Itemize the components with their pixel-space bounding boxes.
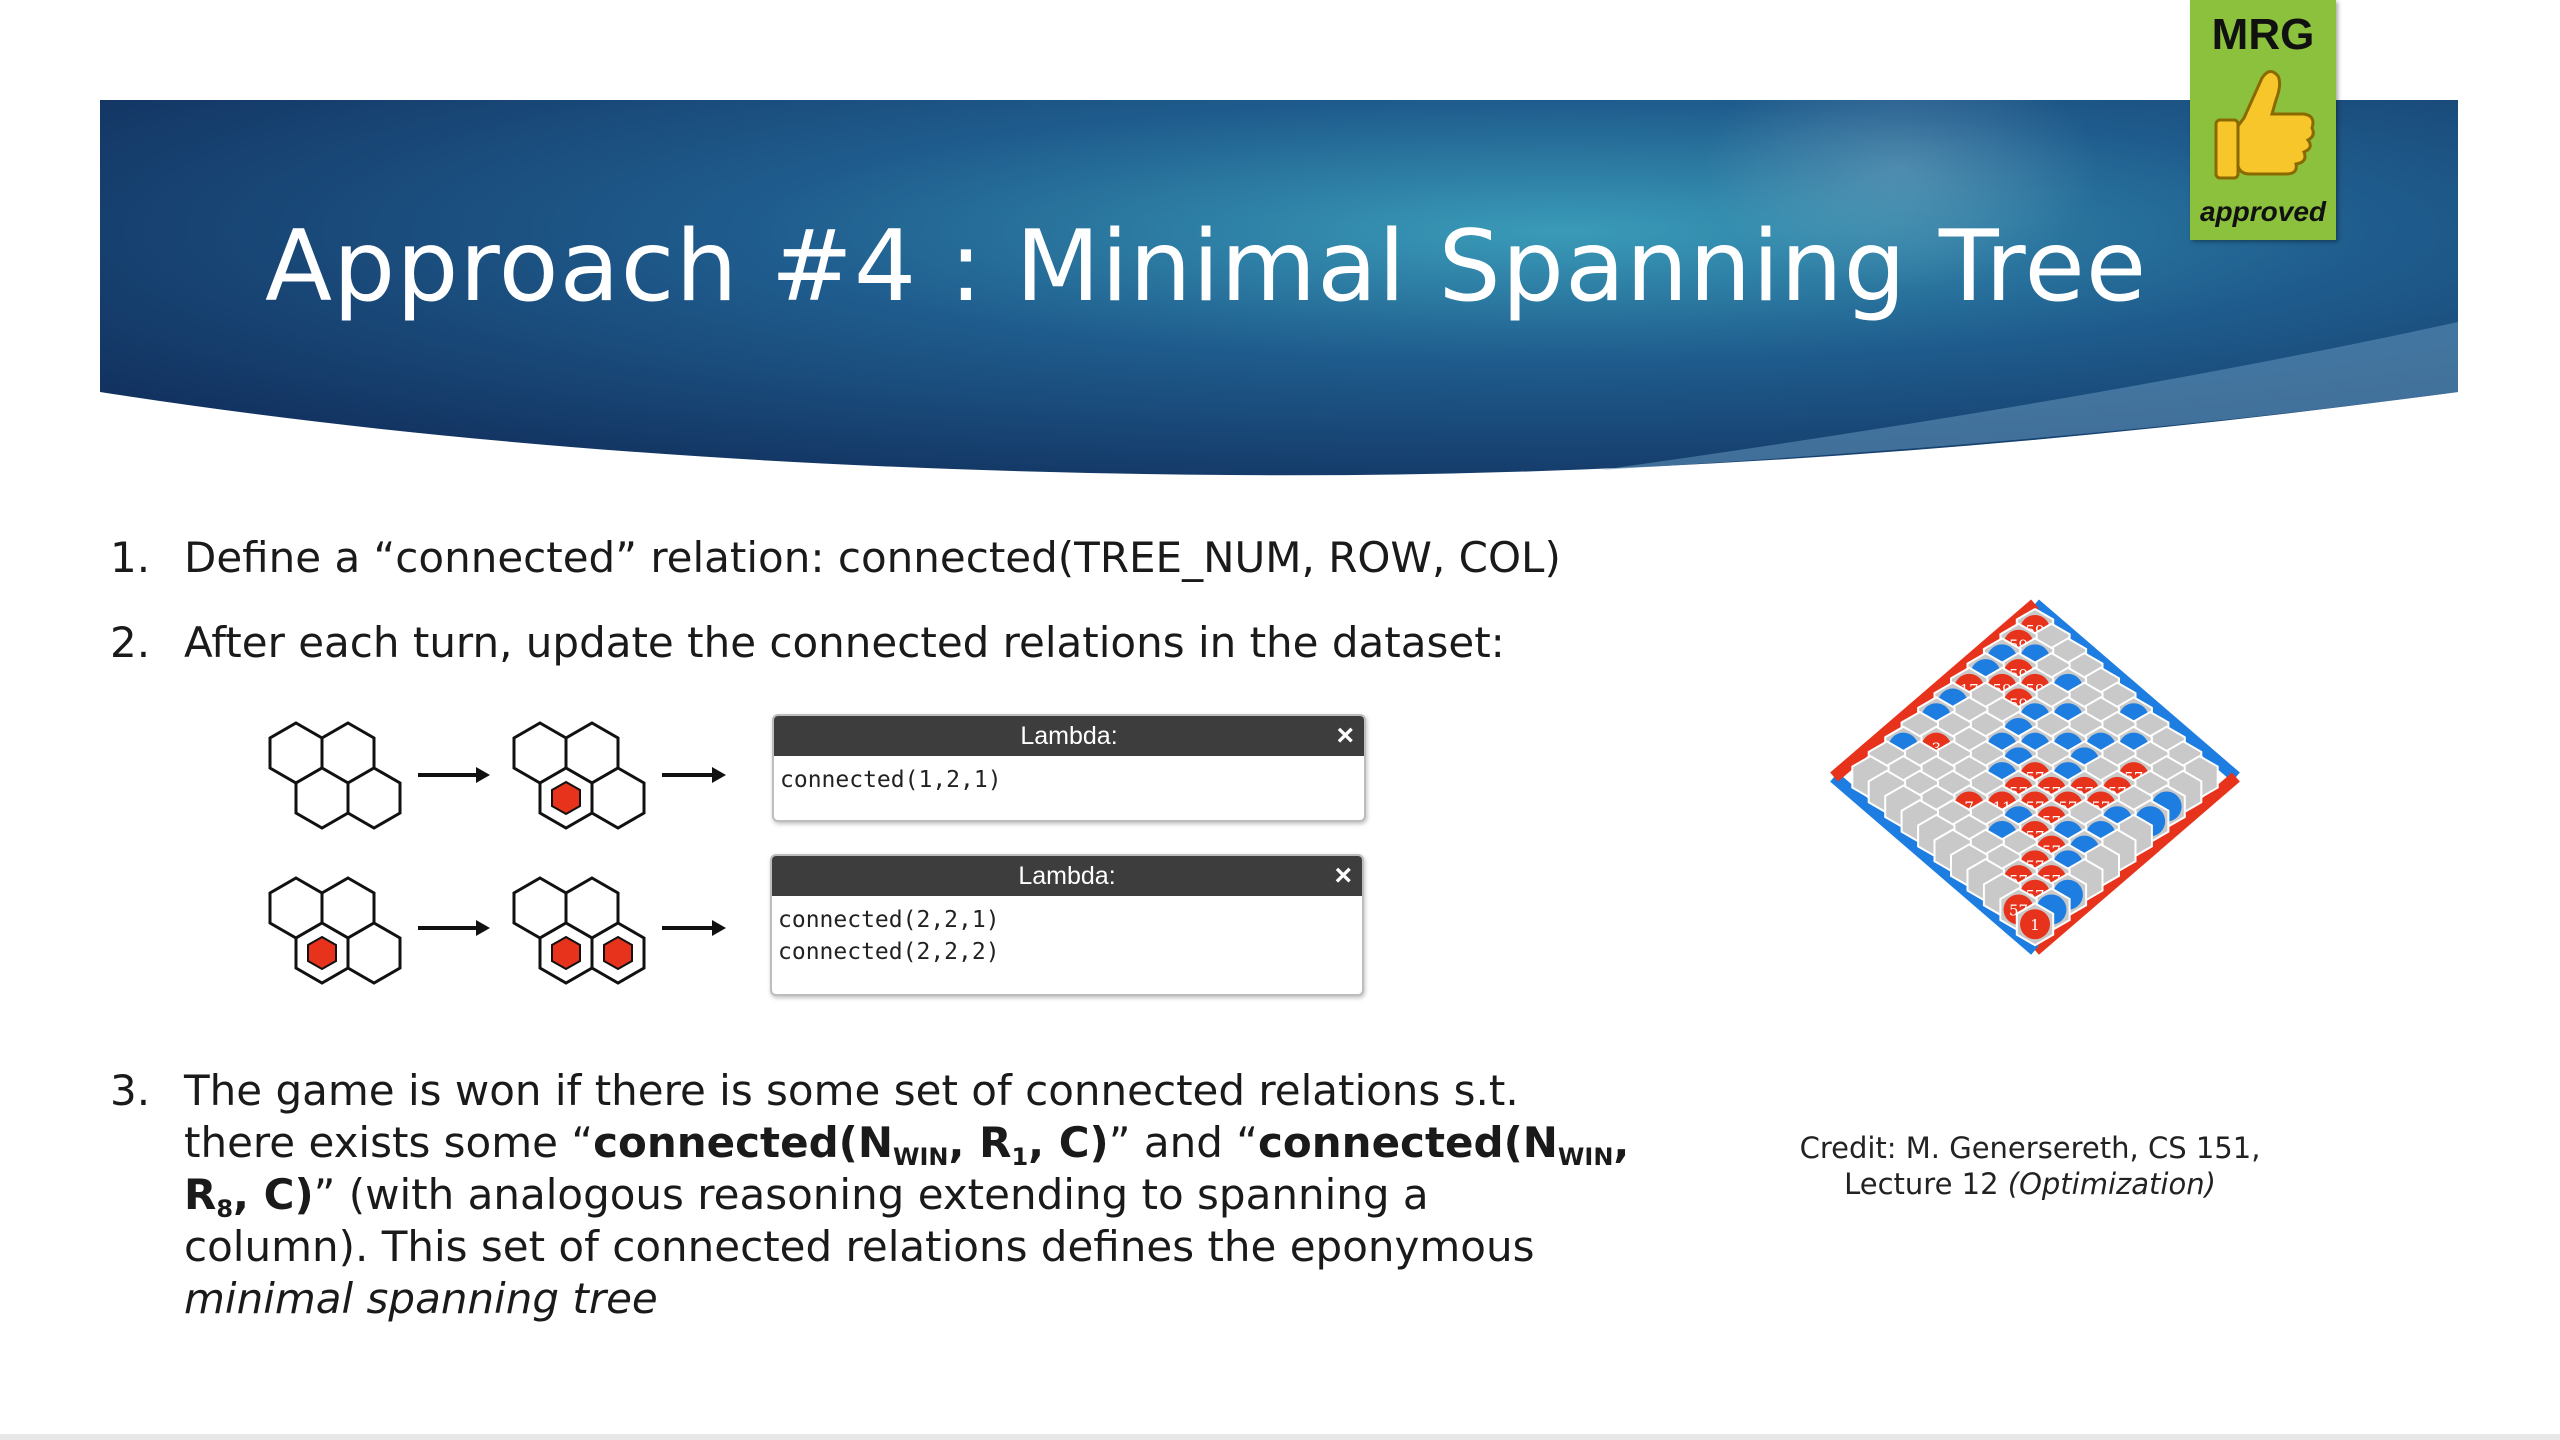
text-run-bold: connected(N [1258, 1118, 1558, 1167]
list-text-line: column). This set of connected relations… [184, 1222, 1535, 1271]
arrow-icon [418, 920, 490, 936]
list-text: Define a “connected” relation: connected… [184, 533, 1561, 582]
hex-group-two-red [512, 876, 646, 985]
lambda-panel-2: Lambda: × connected(2,2,1) connected(2,2… [770, 854, 1364, 996]
lambda-header-label: Lambda: [1020, 722, 1118, 750]
badge-bottom-text: approved [2199, 196, 2327, 227]
lambda-header-label: Lambda: [1018, 862, 1116, 890]
text-run-bold: R [184, 1170, 217, 1219]
hex-group-one-red [512, 721, 646, 830]
hex-game-board: 5959595957595957175757575757575757311575… [1830, 599, 2240, 955]
lambda-code-line: connected(2,2,1) [778, 907, 1000, 933]
text-subscript: 1 [1011, 1143, 1029, 1171]
arrow-icon [662, 920, 726, 936]
hex-group-one-red [268, 876, 402, 985]
stone-label: 3 [1931, 740, 1941, 758]
arrow-icon [662, 767, 726, 783]
stone-label: 1 [2030, 916, 2040, 934]
title-banner [100, 50, 2458, 476]
list-text-line: The game is won if there is some set of … [184, 1066, 1519, 1115]
list-text: After each turn, update the connected re… [184, 618, 1505, 667]
lambda-header: Lambda: × [774, 716, 1364, 756]
text-run-bold: , R [948, 1118, 1012, 1167]
list-number: 2. [110, 618, 151, 667]
list-text-line: there exists some “connected(NWIN, R1, C… [184, 1117, 1629, 1169]
mrg-approved-badge: MRG approved [2190, 0, 2336, 240]
text-subscript: 8 [216, 1195, 234, 1223]
credit-line-2: Lecture 12 (Optimization) [1760, 1166, 2300, 1202]
text-run: ” and “ [1108, 1118, 1259, 1167]
text-run-bold: connected(N [593, 1118, 894, 1167]
page-title: Approach #4 : Minimal Spanning Tree [265, 210, 2148, 324]
arrow-icon [418, 767, 490, 783]
close-icon[interactable]: × [1334, 859, 1352, 892]
text-subscript: WIN [893, 1143, 949, 1171]
text-run-bold: , C) [1028, 1118, 1109, 1167]
bottom-divider [0, 1434, 2560, 1440]
text-run: ” (with analogous reasoning extending to… [313, 1170, 1429, 1219]
lambda-body[interactable]: connected(2,2,1) connected(2,2,2) [772, 896, 1362, 976]
credit-text: Lecture 12 [1844, 1167, 2008, 1201]
image-credit: Credit: M. Genersereth, CS 151, Lecture … [1760, 1130, 2300, 1202]
lambda-code-line: connected(1,2,1) [780, 767, 1002, 793]
thumbs-up-icon [2214, 70, 2315, 180]
hex-transition-diagram [268, 721, 726, 985]
red-stone [2020, 909, 2050, 940]
text-subscript: WIN [1557, 1143, 1614, 1171]
lambda-panel-1: Lambda: × connected(1,2,1) [772, 714, 1366, 822]
list-text-line: R8, C)” (with analogous reasoning extend… [184, 1169, 1429, 1221]
stone-label: 7 [1964, 799, 1974, 817]
list-text-line: minimal spanning tree [184, 1274, 658, 1323]
list-number: 3. [110, 1066, 151, 1115]
credit-line-1: Credit: M. Genersereth, CS 151, [1799, 1131, 2261, 1165]
text-run: there exists some “ [184, 1118, 594, 1167]
lambda-header: Lambda: × [772, 856, 1362, 896]
hex-group-empty [268, 721, 402, 830]
lambda-code-line: connected(2,2,2) [778, 939, 1000, 965]
text-run-bold: , C) [233, 1170, 314, 1219]
lambda-body[interactable]: connected(1,2,1) [774, 756, 1364, 804]
list-number: 1. [110, 533, 151, 582]
text-run-bold: , [1613, 1118, 1630, 1167]
close-icon[interactable]: × [1336, 719, 1354, 752]
badge-top-text: MRG [2211, 10, 2315, 59]
credit-italic: (Optimization) [2007, 1167, 2216, 1201]
